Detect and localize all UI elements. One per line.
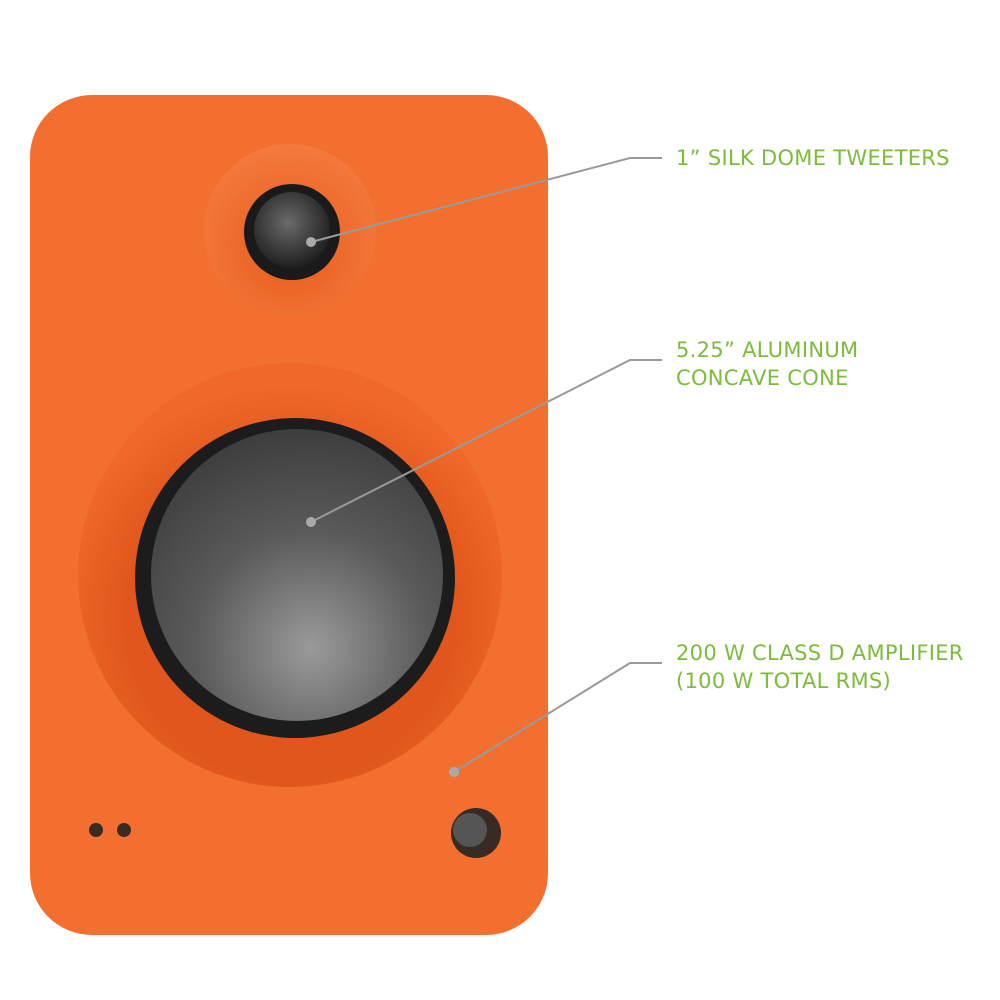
volume-knob-cap [453, 813, 487, 847]
callout-line: (100 W TOTAL RMS) [676, 669, 892, 693]
led-indicator [117, 823, 131, 837]
callout-line: 1” SILK DOME TWEETERS [676, 146, 950, 170]
tweeter-leader-line [310, 157, 662, 243]
woofer-leader-line [310, 359, 662, 523]
tweeter-dome [254, 192, 330, 268]
callout-line: CONCAVE CONE [676, 366, 849, 390]
amplifier-callout: 200 W CLASS D AMPLIFIER (100 W TOTAL RMS… [676, 639, 964, 695]
callout-line: 200 W CLASS D AMPLIFIER [676, 641, 964, 665]
woofer-leader-dot [306, 517, 316, 527]
woofer-callout: 5.25” ALUMINUM CONCAVE CONE [676, 336, 858, 392]
amplifier-leader-line [453, 662, 662, 773]
amplifier-leader-dot [449, 767, 459, 777]
tweeter-callout: 1” SILK DOME TWEETERS [676, 144, 950, 172]
woofer-cone [151, 429, 443, 721]
led-indicator [89, 823, 103, 837]
callout-line: 5.25” ALUMINUM [676, 338, 859, 362]
tweeter-leader-dot [306, 237, 316, 247]
